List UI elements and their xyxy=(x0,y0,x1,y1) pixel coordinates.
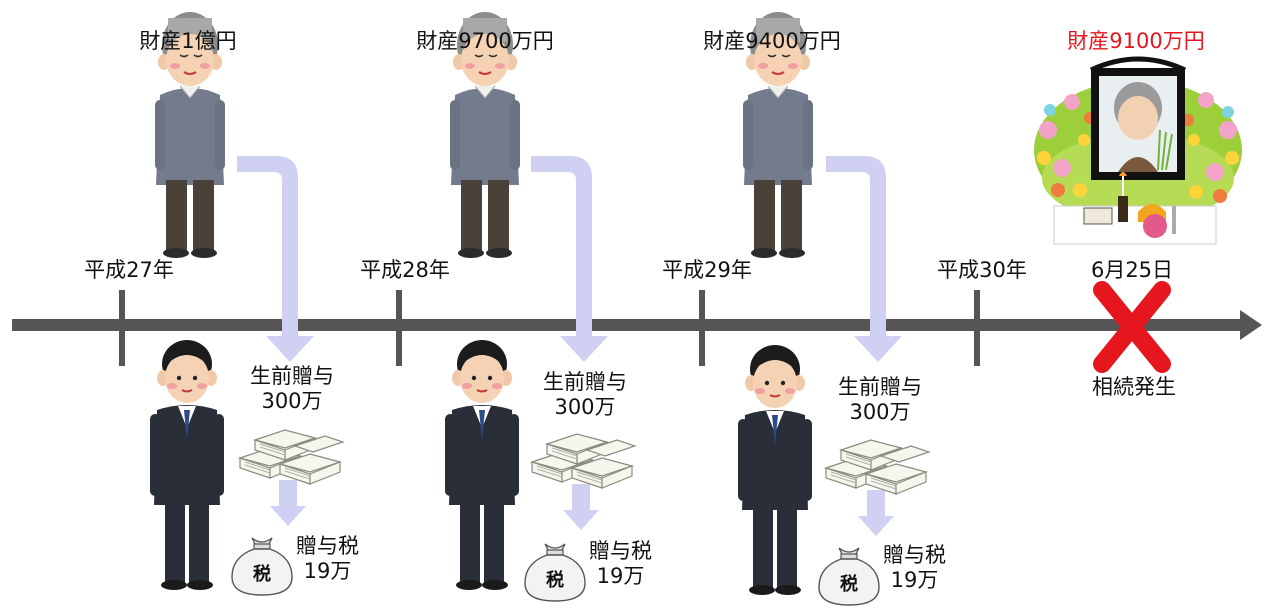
death-cross-mark xyxy=(1093,281,1171,373)
son-figure xyxy=(444,339,520,591)
tax-type: 贈与税 xyxy=(883,543,946,567)
tax-bag-label: 税 xyxy=(253,564,271,585)
timeline-axis xyxy=(12,310,1262,340)
tax-label: 贈与税 19万 xyxy=(883,543,946,593)
asset-label: 財産1億円 xyxy=(139,29,237,53)
tax-amount: 19万 xyxy=(303,559,352,583)
tax-bag-label: 税 xyxy=(840,574,858,595)
tax-amount: 19万 xyxy=(890,568,939,592)
money-stack-icon xyxy=(825,439,930,495)
year-ticks xyxy=(119,290,980,366)
asset-label: 財産9700万円 xyxy=(416,29,554,53)
tax-label: 贈与税 19万 xyxy=(296,534,359,584)
tax-bag-label: 税 xyxy=(546,570,564,591)
memorial-portrait xyxy=(1089,56,1187,180)
son-figure xyxy=(149,339,225,591)
gift-amount: 300万 xyxy=(261,389,323,413)
asset-label: 財産9400万円 xyxy=(703,29,841,53)
gift-amount: 300万 xyxy=(554,395,616,419)
gift-flow-arrows xyxy=(237,156,902,362)
altar-table xyxy=(1053,129,1217,245)
gift-type: 生前贈与 xyxy=(543,370,627,394)
tax-label: 贈与税 19万 xyxy=(589,539,652,589)
money-stack-icon xyxy=(239,429,344,485)
gift-amount: 300万 xyxy=(849,400,911,424)
year-label: 平成30年 xyxy=(937,258,1027,282)
funeral-altar-icon xyxy=(1034,56,1242,245)
inheritance-label: 相続発生 xyxy=(1092,375,1176,399)
gift-type: 生前贈与 xyxy=(838,375,922,399)
gift-label: 生前贈与 300万 xyxy=(250,364,334,414)
tax-type: 贈与税 xyxy=(589,539,652,563)
death-date-label: 6月25日 xyxy=(1090,258,1174,282)
son-figure xyxy=(737,344,813,596)
tax-type: 贈与税 xyxy=(296,534,359,558)
gift-label: 生前贈与 300万 xyxy=(543,370,627,420)
final-asset-label: 財産9100万円 xyxy=(1067,29,1205,53)
year-label: 平成29年 xyxy=(662,258,752,282)
year-label: 平成28年 xyxy=(360,258,450,282)
gift-type: 生前贈与 xyxy=(250,364,334,388)
year-label: 平成27年 xyxy=(84,258,174,282)
gift-label: 生前贈与 300万 xyxy=(838,375,922,425)
tax-amount: 19万 xyxy=(596,564,645,588)
money-stack-icon xyxy=(531,433,636,489)
